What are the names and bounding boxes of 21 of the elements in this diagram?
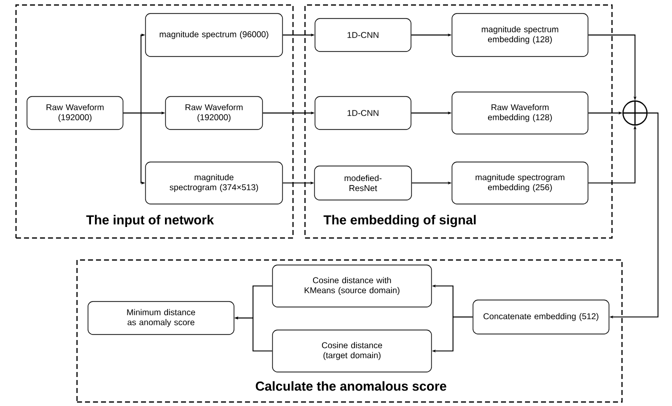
process-box: Raw Waveform embedding (128) [452, 92, 588, 134]
dashed-group-frame [15, 4, 294, 239]
dashed-group-frame [76, 259, 623, 403]
process-box: 1D-CNN [314, 18, 412, 52]
process-box: Concatenate embedding (512) [472, 300, 610, 334]
process-box: magnitude spectrum embedding (128) [452, 13, 588, 57]
process-box: magnitude spectrum (96000) [145, 13, 283, 57]
process-box: Raw Waveform (192000) [26, 96, 124, 130]
process-box: Raw Waveform (192000) [165, 96, 263, 130]
dashed-group-frame [304, 4, 613, 239]
process-box: modefied-ResNet [314, 166, 412, 200]
process-box: magnitude spectrogram (374×513) [145, 162, 283, 204]
sum-symbol [622, 100, 648, 126]
process-box: Minimum distance as anomaly score [88, 301, 234, 335]
process-box: magnitude spectrogram embedding (256) [452, 162, 588, 204]
group-heading: The input of network [86, 214, 214, 228]
process-box: 1D-CNN [314, 96, 412, 130]
group-heading: The embedding of signal [324, 214, 476, 228]
process-box: Cosine distance with KMeans (source domain) [272, 264, 432, 308]
group-heading: Calculate the anomalous score [256, 381, 446, 391]
process-box: Cosine distance (target domain) [272, 330, 432, 372]
